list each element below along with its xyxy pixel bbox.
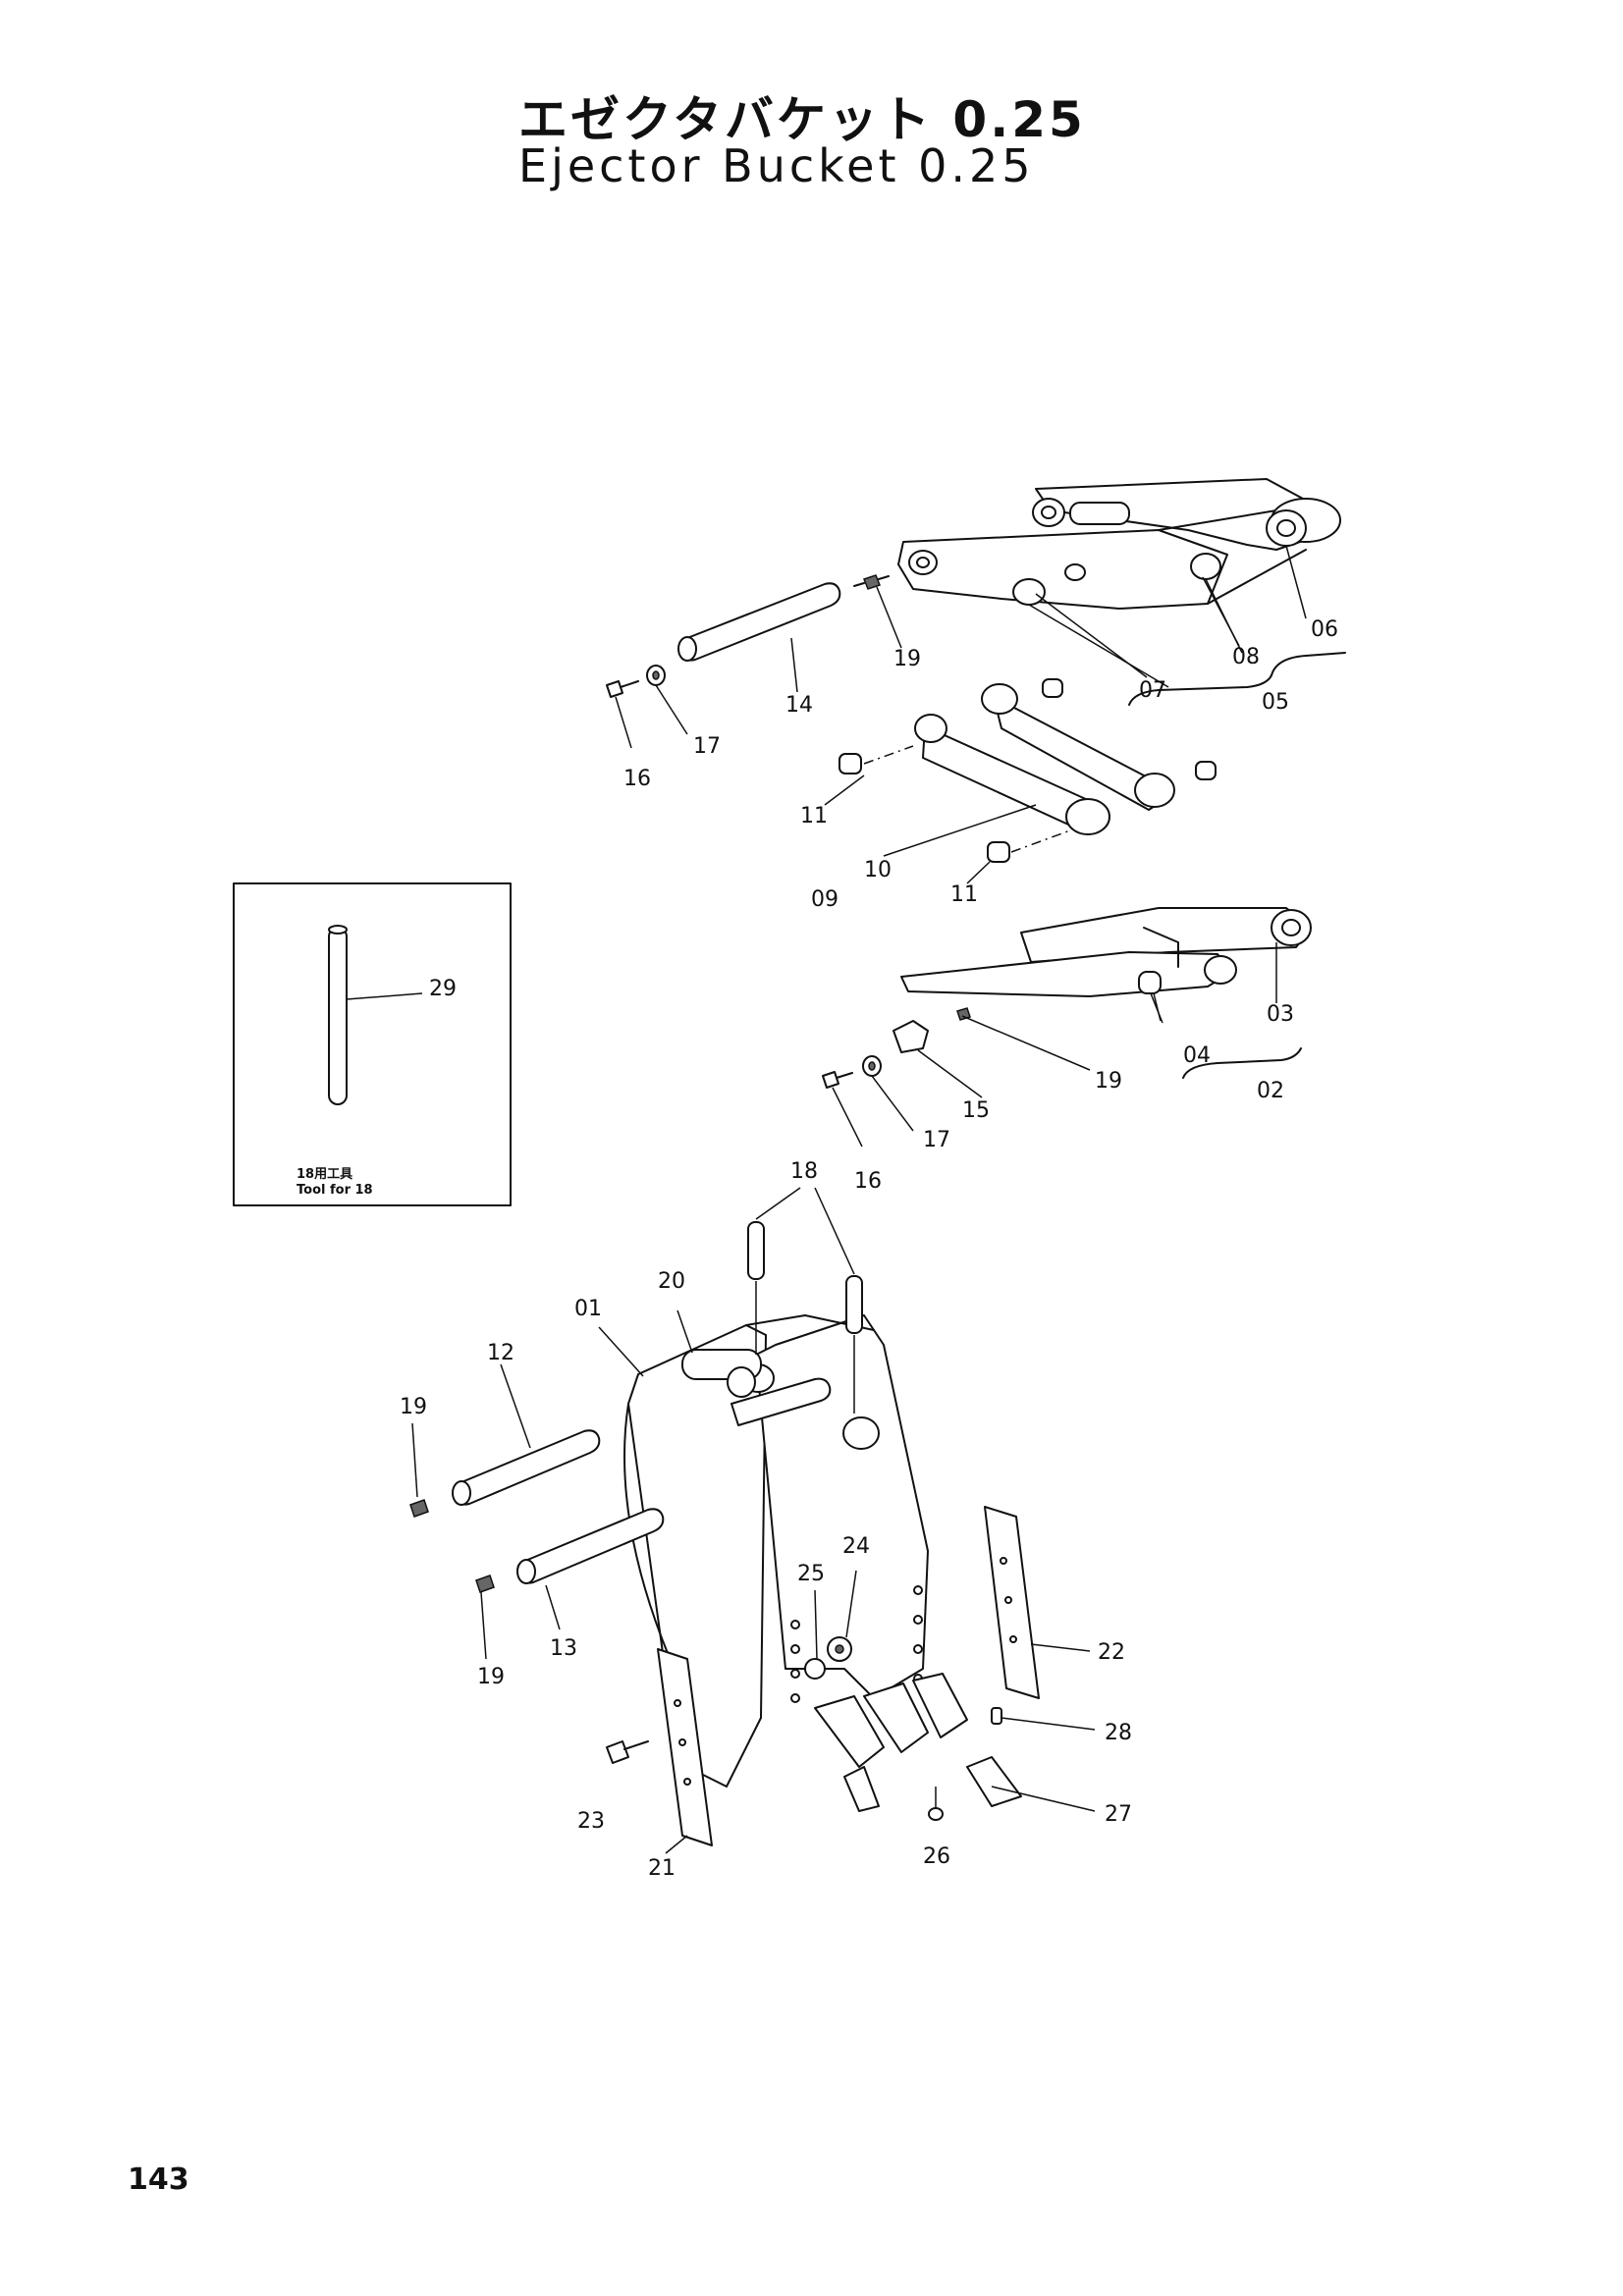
callout-13: 13 [550, 1636, 577, 1661]
callout-28: 28 [1105, 1721, 1132, 1745]
callout-15: 15 [962, 1098, 990, 1123]
tool-inset-box [233, 882, 512, 1206]
callout-05: 05 [1262, 690, 1289, 715]
callout-16-mid: 16 [854, 1169, 882, 1194]
page-title-japanese: エゼクタバケット 0.25 [518, 91, 1086, 148]
bolt-23 [606, 1740, 649, 1764]
pin-13 [475, 1508, 665, 1593]
pin-28 [991, 1707, 1002, 1725]
leader-lines [411, 576, 1240, 1854]
callout-26: 26 [923, 1844, 950, 1869]
callout-09: 09 [811, 887, 839, 912]
inset-caption-english: Tool for 18 [297, 1183, 373, 1198]
callout-22: 22 [1098, 1640, 1125, 1665]
callout-labels: 05 06 07 08 19 14 17 16 11 10 11 09 03 0… [297, 617, 1338, 1881]
callout-14: 14 [785, 693, 813, 718]
side-cutter-21 [657, 1648, 713, 1846]
callout-27: 27 [1105, 1802, 1132, 1827]
callout-11-right: 11 [950, 882, 978, 907]
page-title-english: Ejector Bucket 0.25 [518, 139, 1035, 192]
callout-17-top: 17 [693, 734, 721, 759]
link-arm-assembly-05 [897, 478, 1346, 706]
callout-10: 10 [864, 858, 892, 882]
callout-19-left-top: 19 [400, 1395, 427, 1419]
nut-26 [928, 1807, 944, 1821]
callout-07: 07 [1139, 678, 1166, 703]
side-cutter-22 [984, 1506, 1040, 1699]
callout-19-top: 19 [893, 647, 921, 671]
page-number: 143 [128, 2163, 189, 2197]
callout-02: 02 [1257, 1079, 1284, 1103]
callout-12: 12 [487, 1341, 514, 1365]
callout-20: 20 [658, 1269, 685, 1294]
callout-24: 24 [842, 1534, 870, 1559]
inset-caption-japanese: 18用工具 [297, 1167, 352, 1182]
callout-19-left-bottom: 19 [477, 1665, 505, 1689]
bucket-teeth [814, 1673, 1022, 1812]
bolt-16-top [606, 680, 639, 698]
callout-17-mid: 17 [923, 1128, 950, 1152]
pin-14 [677, 574, 890, 662]
callout-19-mid: 19 [1095, 1069, 1122, 1094]
washer-17-mid [862, 1055, 882, 1077]
callout-25: 25 [797, 1562, 825, 1586]
washer-17-top [646, 665, 666, 686]
callout-01: 01 [574, 1297, 602, 1321]
callout-04: 04 [1183, 1043, 1211, 1068]
clamp-15 [893, 1007, 971, 1053]
bushings-24-25 [804, 1636, 852, 1680]
callout-06: 06 [1311, 617, 1338, 642]
callout-23: 23 [577, 1809, 605, 1834]
bucket-arm-02 [900, 907, 1312, 1079]
callout-11-left: 11 [800, 804, 828, 828]
callout-18: 18 [790, 1159, 818, 1184]
callout-03: 03 [1267, 1002, 1294, 1027]
callout-29: 29 [429, 977, 457, 1001]
callout-21: 21 [648, 1856, 676, 1881]
link-09 [839, 678, 1217, 863]
bolt-16-mid [822, 1071, 853, 1089]
callout-08: 08 [1232, 645, 1260, 669]
pin-12 [409, 1429, 601, 1518]
callout-16-top: 16 [623, 767, 651, 791]
